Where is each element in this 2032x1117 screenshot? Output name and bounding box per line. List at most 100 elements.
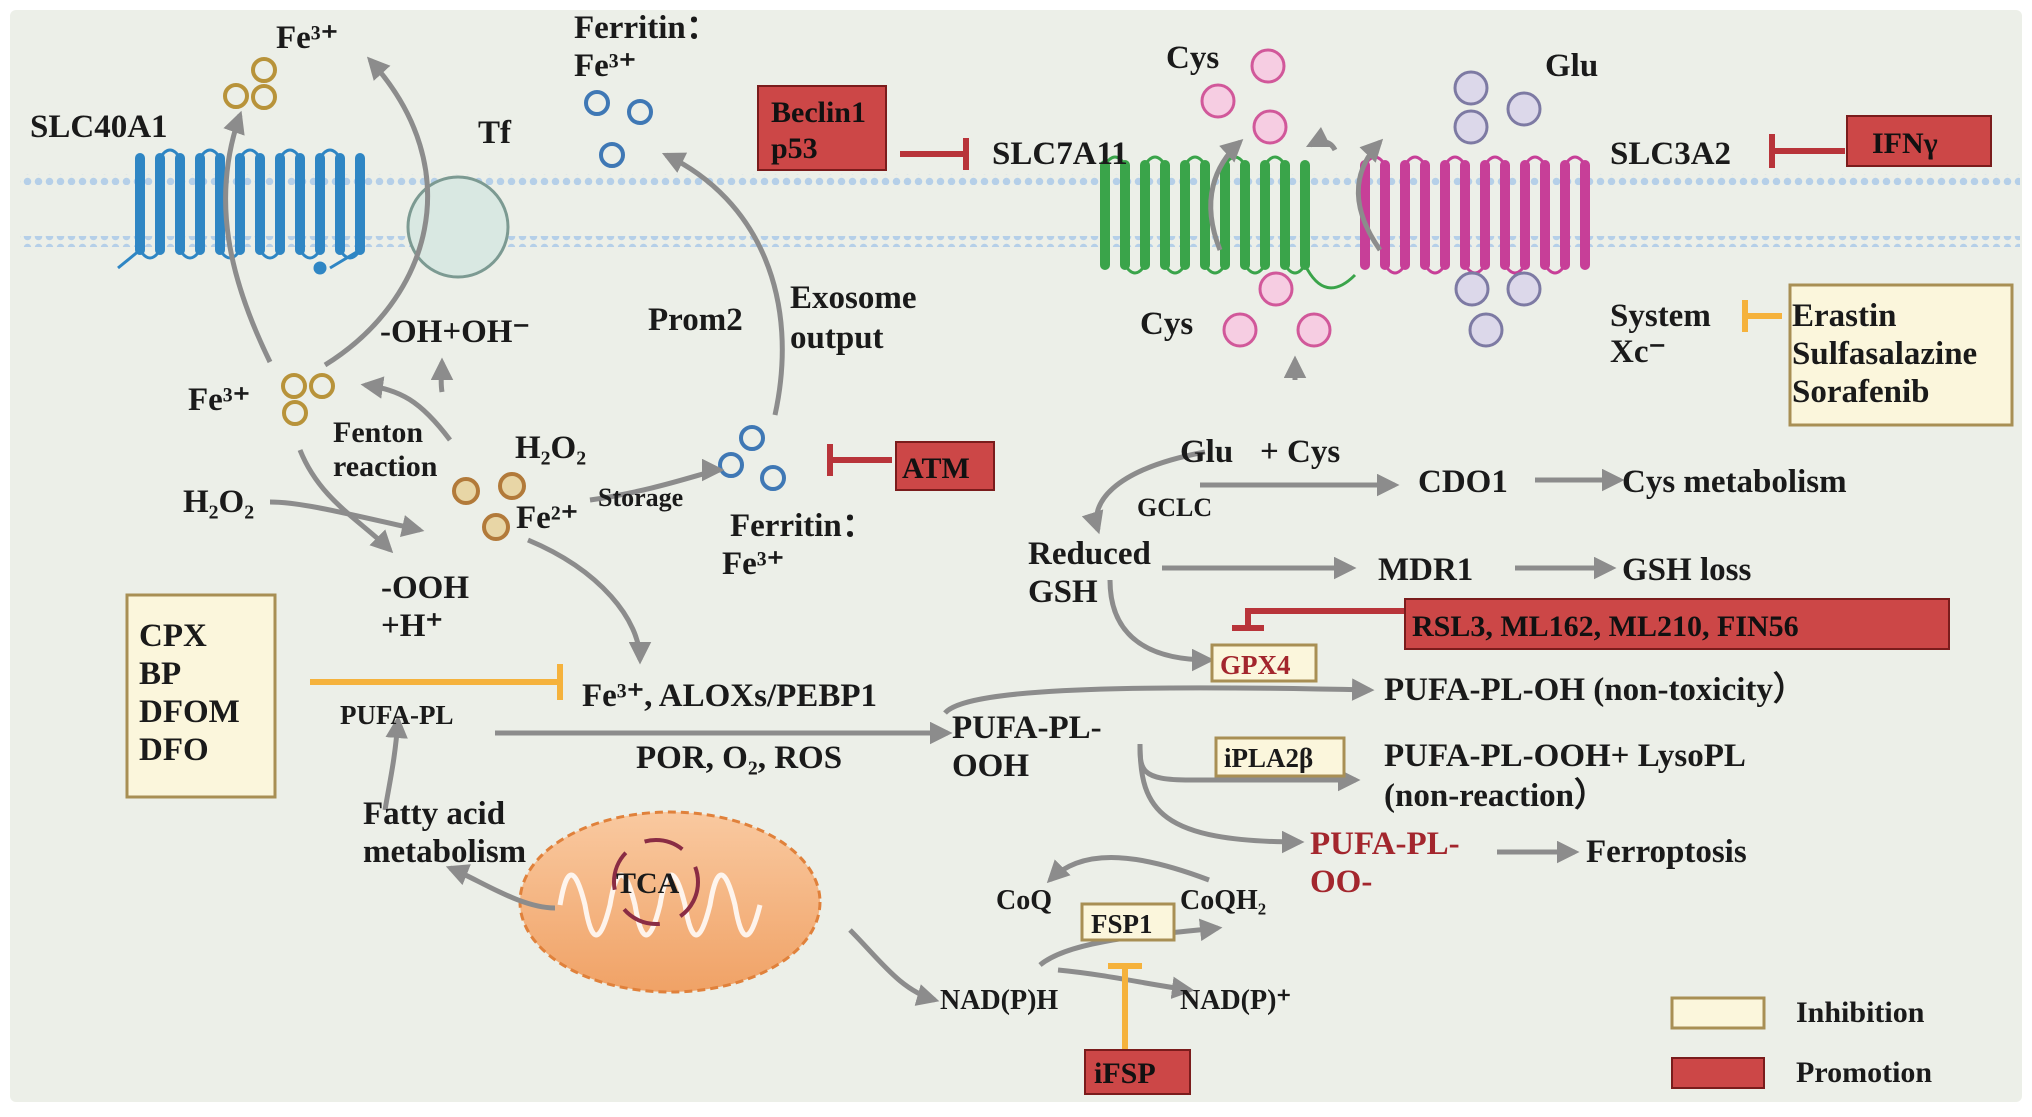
- legend-inhibition-label: Inhibition: [1796, 996, 1925, 1029]
- fenton-label-2: reaction: [333, 450, 438, 483]
- ferritin-top-label-1: Ferritin：: [574, 10, 719, 46]
- inhibition-lines: [310, 134, 1845, 1050]
- sulfasalazine-label: Sulfasalazine: [1792, 336, 1977, 372]
- p53-label: p53: [771, 132, 818, 165]
- cys-top-label: Cys: [1166, 40, 1219, 76]
- slc7a11-label: SLC7A11: [992, 136, 1128, 172]
- ifng-label: IFNγ: [1872, 127, 1938, 160]
- slc40a1-label: SLC40A1: [30, 109, 168, 145]
- pufa-oh-label: PUFA-PL-OH (non-toxicity）: [1384, 671, 1806, 708]
- slc7a11-transporter-icon: [1100, 155, 1357, 290]
- chelator-box: [125, 593, 277, 799]
- erastin-label: Erastin: [1792, 298, 1897, 334]
- cys-bottom-dots-icon: [1222, 271, 1332, 348]
- pufa-ooh-label-1: PUFA-PL-: [952, 710, 1102, 746]
- fe3-left-label: Fe³⁺: [188, 382, 250, 418]
- ifng-box: [1846, 115, 1992, 167]
- mdr1-label: MDR1: [1378, 552, 1473, 588]
- ferritin-mid-label-1: Ferritin：: [730, 508, 875, 544]
- tf-receptor-icon: [406, 175, 510, 279]
- prom2-label: Prom2: [648, 302, 743, 338]
- reduced-gsh-label-2: GSH: [1028, 574, 1098, 610]
- h2o2-right-label: H₂O₂: [515, 430, 586, 466]
- ipla2b-box: [1214, 736, 1346, 778]
- rsl3-label: RSL3, ML162, ML210, FIN56: [1412, 610, 1799, 643]
- fenton-label-1: Fenton: [333, 416, 423, 449]
- legend-inhibition-swatch: [1670, 996, 1766, 1030]
- exosome-label-1: Exosome: [790, 280, 917, 316]
- fe3-left-dots-icon: [281, 373, 335, 426]
- cys-metabolism-label: Cys metabolism: [1622, 464, 1847, 500]
- slc3a2-label: SLC3A2: [1610, 136, 1731, 172]
- mitochondrion-icon: [518, 810, 822, 994]
- nadph-label: NAD(P)H: [940, 985, 1058, 1016]
- oh-label: -OH+OH⁻: [380, 314, 530, 350]
- system-xc-label-1: System: [1610, 298, 1711, 334]
- por-label: POR, O₂, ROS: [636, 740, 842, 776]
- tf-label: Tf: [478, 115, 512, 151]
- sorafenib-label: Sorafenib: [1792, 374, 1930, 410]
- ferritin-top-label-2: Fe³⁺: [574, 48, 636, 84]
- chelator-bp-label: BP: [139, 656, 181, 692]
- pufa-pl-label: PUFA-PL: [340, 700, 453, 730]
- fe2-label: Fe²⁺: [516, 500, 578, 536]
- fatty-acid-label-2: metabolism: [363, 834, 526, 870]
- glu-top-dots-icon: [1453, 70, 1542, 145]
- glu-bottom-dots-icon: [1454, 271, 1542, 348]
- fe-alox-label: Fe³⁺, ALOXs/PEBP1: [582, 678, 877, 714]
- beclin1-label: Beclin1: [771, 96, 866, 129]
- ifsp-box: [1084, 1049, 1191, 1095]
- gclc-label: GCLC: [1137, 493, 1212, 522]
- tca-label: TCA: [616, 867, 680, 900]
- rsl3-box: [1404, 598, 1950, 650]
- ferritin-mid-label-2: Fe³⁺: [722, 546, 784, 582]
- storage-label: Storage: [598, 483, 683, 512]
- cys-bottom-label: Cys: [1140, 306, 1193, 342]
- pufa-ooh-label-2: OOH: [952, 748, 1029, 784]
- gsh-loss-label: GSH loss: [1622, 552, 1751, 588]
- beclin1-p53-box: [757, 85, 887, 171]
- pufa-oo-label-2: OO-: [1310, 864, 1372, 900]
- fatty-acid-label-1: Fatty acid: [363, 796, 505, 832]
- legend-promotion-swatch: [1671, 1057, 1765, 1089]
- glu-cys-label-1: Glu: [1180, 434, 1233, 470]
- atm-box: [895, 441, 995, 491]
- pathway-arrows: [223, 56, 1625, 1006]
- glu-cys-label-2: + Cys: [1260, 434, 1340, 470]
- ooh-label-1: -OOH: [381, 570, 469, 606]
- cys-top-dots-icon: [1200, 48, 1288, 145]
- chelator-dfo-label: DFO: [139, 732, 209, 768]
- h2o2-left-label: H₂O₂: [183, 484, 254, 520]
- system-xc-label-2: Xc⁻: [1610, 334, 1666, 370]
- fe3-top-label: Fe³⁺: [276, 20, 338, 56]
- pufa-lyso-label-2: (non-reaction）: [1384, 777, 1607, 814]
- gpx4-label: GPX4: [1220, 650, 1291, 680]
- reduced-gsh-label-1: Reduced: [1028, 536, 1151, 572]
- fe2-dots-icon: [452, 472, 526, 541]
- exosome-label-2: output: [790, 320, 884, 356]
- chelator-cpx-label: CPX: [139, 618, 207, 654]
- fsp1-label: FSP1: [1091, 909, 1153, 939]
- coq-label: CoQ: [996, 885, 1052, 916]
- ooh-label-2: +H⁺: [381, 608, 443, 644]
- atm-label: ATM: [902, 452, 970, 485]
- fe3-top-dots-icon: [223, 57, 277, 110]
- legend-promotion-label: Promotion: [1796, 1056, 1932, 1089]
- slc40a1-transporter-icon: [117, 148, 365, 275]
- cdo1-label: CDO1: [1418, 464, 1508, 500]
- pufa-oo-label-1: PUFA-PL-: [1310, 826, 1460, 862]
- coqh2-label: CoQH₂: [1180, 885, 1266, 916]
- glu-top-label: Glu: [1545, 48, 1598, 84]
- fsp1-box: [1080, 902, 1176, 942]
- erastin-box: [1788, 283, 2014, 427]
- ipla2b-label: iPLA2β: [1224, 743, 1313, 773]
- gpx4-box: [1210, 643, 1318, 683]
- pufa-lyso-label-1: PUFA-PL-OOH+ LysoPL: [1384, 738, 1746, 774]
- chelator-dfom-label: DFOM: [139, 694, 240, 730]
- nadp-label: NAD(P)⁺: [1180, 985, 1291, 1016]
- ferroptosis-label: Ferroptosis: [1586, 834, 1747, 870]
- ferritin-top-dots-icon: [584, 90, 653, 168]
- cell-membrane: [20, 174, 2020, 247]
